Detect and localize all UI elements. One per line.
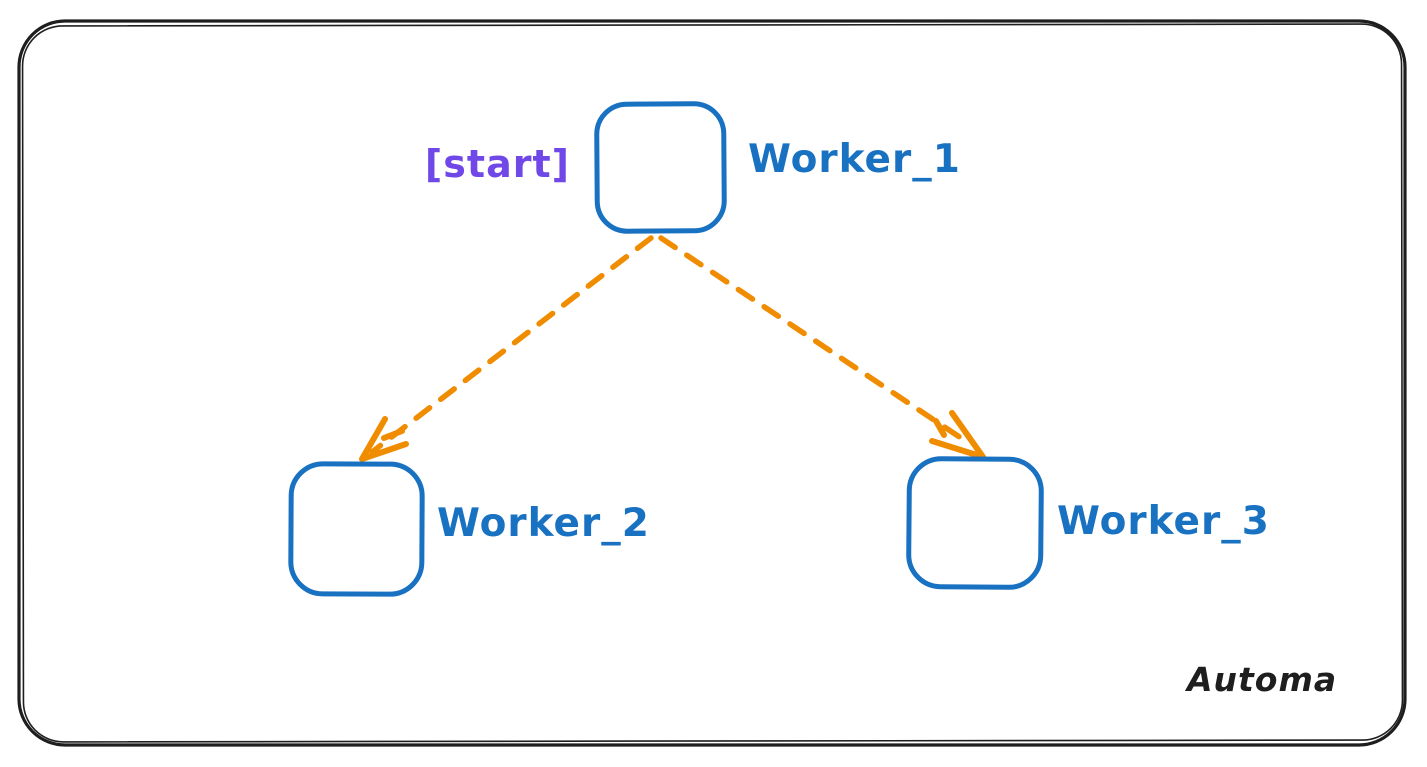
edge-line [369,235,654,455]
node-worker-3[interactable] [906,456,1044,590]
watermark: Automa [1187,660,1338,699]
arrowhead-sketch-stroke [381,428,405,441]
start-annotation: [start] [424,142,570,186]
node-worker-2[interactable] [288,461,425,597]
arrowhead-sketch-stroke [933,418,947,438]
canvas-frame [17,19,1407,747]
node-worker-3-label: Worker_3 [1057,499,1270,544]
arrowhead-icon [359,416,409,462]
frame-outline [17,19,1407,747]
node-worker-1[interactable] [594,101,727,234]
node-worker-1-label: Worker_1 [748,137,961,182]
frame-outline-sketch [21,23,1404,743]
edge-worker1-worker3[interactable] [658,235,986,460]
node-worker-2-label: Worker_2 [437,501,650,546]
edge-line [658,235,973,447]
edge-worker1-worker2[interactable] [359,235,654,462]
